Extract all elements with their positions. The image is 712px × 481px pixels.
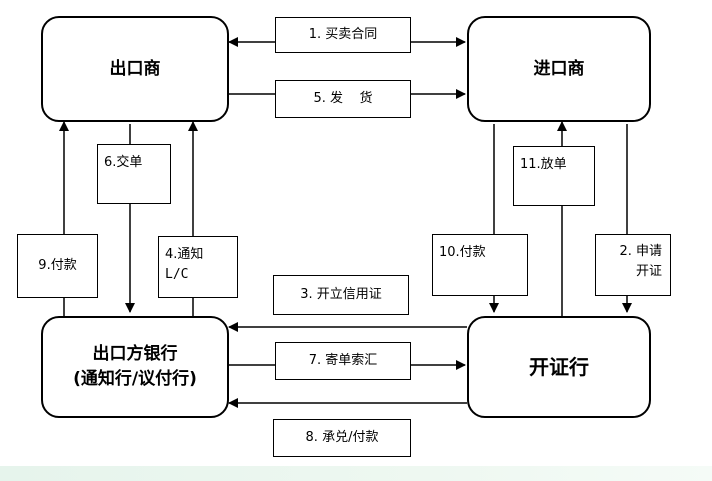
step-5-label: 5. 发 货 bbox=[313, 91, 373, 107]
step-6-present-docs: 6.交单 bbox=[97, 144, 171, 204]
step-8-label: 8. 承兑/付款 bbox=[305, 430, 379, 446]
step-8-acceptance: 8. 承兑/付款 bbox=[273, 419, 411, 457]
footer-band bbox=[0, 466, 712, 481]
node-exporter-bank-label: 出口方银行 bbox=[92, 344, 178, 365]
step-4-advise: 4.通知 L/C bbox=[158, 236, 238, 298]
step-2-sublabel: 开证 bbox=[635, 263, 662, 279]
step-6-label: 6.交单 bbox=[104, 155, 143, 170]
step-1-contract: 1. 买卖合同 bbox=[275, 17, 411, 53]
node-exporter-label: 出口商 bbox=[109, 58, 161, 79]
step-2-apply: 2. 申请 开证 bbox=[595, 234, 671, 296]
step-7-send-docs: 7. 寄单索汇 bbox=[275, 342, 411, 380]
step-4-label: 4.通知 bbox=[165, 247, 204, 262]
step-9-label: 9.付款 bbox=[38, 258, 77, 274]
step-5-ship: 5. 发 货 bbox=[275, 80, 411, 118]
step-11-label: 11.放单 bbox=[520, 157, 567, 172]
step-1-label: 1. 买卖合同 bbox=[308, 27, 378, 43]
step-7-label: 7. 寄单索汇 bbox=[308, 353, 378, 369]
step-11-release: 11.放单 bbox=[513, 146, 595, 206]
node-exporter-bank: 出口方银行 (通知行/议付行) bbox=[41, 316, 229, 418]
node-importer: 进口商 bbox=[467, 16, 651, 122]
node-issuing-bank: 开证行 bbox=[467, 316, 651, 418]
step-2-label: 2. 申请 bbox=[619, 244, 662, 259]
step-9-payment: 9.付款 bbox=[17, 234, 98, 298]
step-3-issue-lc: 3. 开立信用证 bbox=[273, 275, 409, 315]
node-importer-label: 进口商 bbox=[533, 58, 585, 79]
step-4-sublabel: L/C bbox=[165, 266, 189, 282]
step-10-payment: 10.付款 bbox=[432, 234, 528, 296]
step-10-label: 10.付款 bbox=[439, 245, 486, 260]
node-issuing-bank-label: 开证行 bbox=[529, 354, 589, 379]
step-3-label: 3. 开立信用证 bbox=[300, 287, 382, 303]
node-exporter: 出口商 bbox=[41, 16, 229, 122]
node-exporter-bank-sublabel: (通知行/议付行) bbox=[73, 369, 197, 389]
